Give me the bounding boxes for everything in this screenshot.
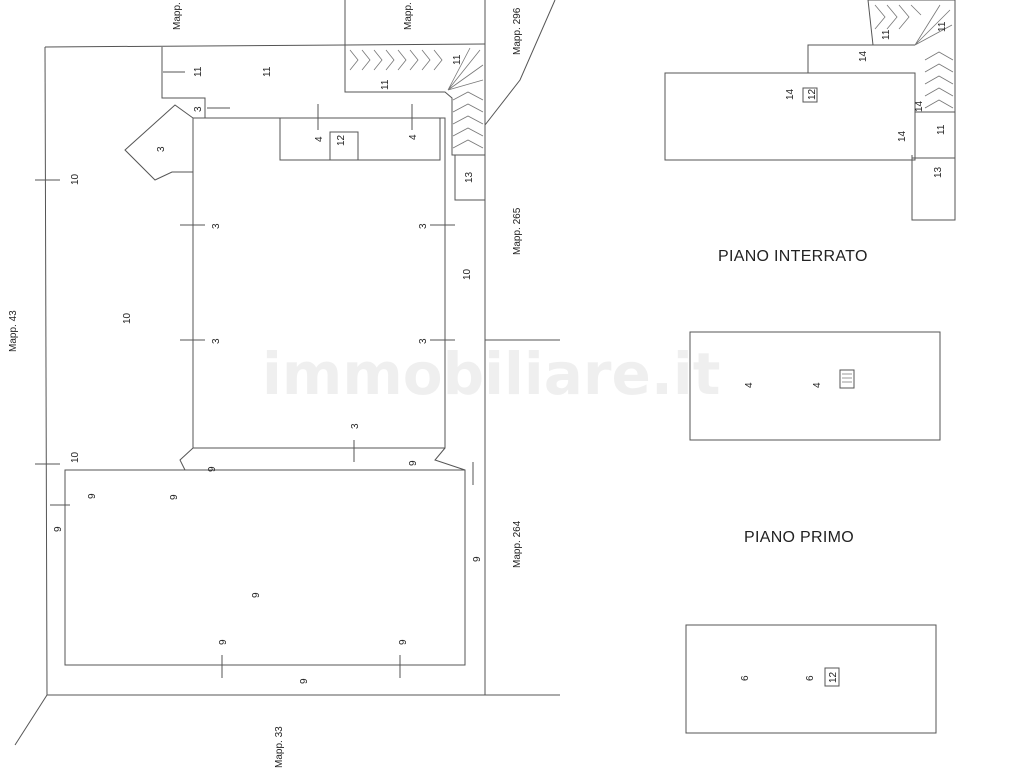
watermark: immobiliare.it bbox=[262, 340, 721, 408]
dimension-label: 14 bbox=[897, 130, 908, 142]
dimension-label: 14 bbox=[914, 100, 925, 112]
dimension-label: 10 bbox=[462, 268, 473, 280]
parcel-label: Mapp. 265 bbox=[512, 207, 523, 255]
dimension-label: 10 bbox=[122, 312, 133, 324]
site-plan bbox=[14, 0, 560, 746]
dimension-label: 9 bbox=[472, 556, 483, 562]
dimension-label: 4 bbox=[744, 382, 755, 388]
dimension-label: 11 bbox=[193, 66, 204, 77]
dimension-label: 9 bbox=[87, 493, 98, 499]
dimension-label: 9 bbox=[408, 460, 419, 466]
parcel-label: Mapp. 43 bbox=[8, 310, 19, 352]
piano-primo-title: PIANO PRIMO bbox=[744, 529, 854, 546]
parcel-labels: Mapp. 4 Mapp. Mapp. 296 Mapp. 265 Mapp. … bbox=[8, 0, 523, 768]
parcel-label: Mapp. bbox=[403, 2, 414, 30]
dimension-label: 4 bbox=[812, 382, 823, 388]
dimension-label: 11 bbox=[380, 79, 391, 90]
piano-interrato-title: PIANO INTERRATO bbox=[718, 248, 868, 265]
dimension-label: 13 bbox=[933, 166, 944, 178]
dimension-label: 14 bbox=[785, 88, 796, 100]
dimension-label: 3 bbox=[350, 423, 361, 429]
dimension-label: 9 bbox=[169, 494, 180, 500]
dimension-label: 11 bbox=[262, 66, 273, 77]
dimension-label: 4 bbox=[314, 136, 325, 142]
piano-primo-plan bbox=[689, 331, 941, 441]
dimension-label: 9 bbox=[299, 678, 310, 684]
dimension-label: 3 bbox=[418, 223, 429, 229]
dimension-label: 11 bbox=[936, 124, 947, 135]
dimension-label: 14 bbox=[858, 50, 869, 62]
parcel-label: Mapp. 4 bbox=[172, 0, 183, 30]
dimension-label: 11 bbox=[452, 54, 463, 65]
dimension-label: 9 bbox=[53, 526, 64, 532]
dimension-label: 12 bbox=[828, 671, 839, 683]
parcel-label: Mapp. 296 bbox=[512, 7, 523, 55]
dimension-label: 3 bbox=[193, 106, 204, 112]
terra-dimension-labels: 6 6 12 bbox=[740, 671, 839, 683]
primo-dimension-labels: 4 4 bbox=[744, 382, 823, 388]
dimension-label: 6 bbox=[805, 675, 816, 681]
site-dimension-labels: 11 11 11 11 3 3 4 12 4 13 10 3 3 10 10 3… bbox=[53, 54, 483, 684]
dimension-label: 3 bbox=[211, 338, 222, 344]
dimension-label: 12 bbox=[807, 88, 818, 100]
dimension-label: 10 bbox=[70, 451, 81, 463]
dimension-label: 3 bbox=[156, 146, 167, 152]
interrato-dimension-labels: 11 11 14 14 12 14 14 11 13 bbox=[785, 21, 948, 178]
piano-interrato-plan bbox=[664, 0, 956, 221]
dimension-label: 4 bbox=[408, 134, 419, 140]
dimension-label: 10 bbox=[70, 173, 81, 185]
dimension-label: 9 bbox=[207, 466, 218, 472]
dimension-label: 9 bbox=[398, 639, 409, 645]
parcel-label: Mapp. 264 bbox=[512, 520, 523, 568]
dimension-label: 3 bbox=[418, 338, 429, 344]
ground-floor-plan bbox=[685, 624, 937, 734]
parcel-label: Mapp. 33 bbox=[274, 726, 285, 768]
dimension-label: 13 bbox=[464, 171, 475, 183]
dimension-label: 12 bbox=[336, 134, 347, 146]
dimension-label: 9 bbox=[251, 592, 262, 598]
dimension-label: 9 bbox=[218, 639, 229, 645]
dimension-label: 6 bbox=[740, 675, 751, 681]
dimension-label: 11 bbox=[881, 29, 892, 40]
dimension-label: 11 bbox=[937, 21, 948, 32]
dimension-label: 3 bbox=[211, 223, 222, 229]
